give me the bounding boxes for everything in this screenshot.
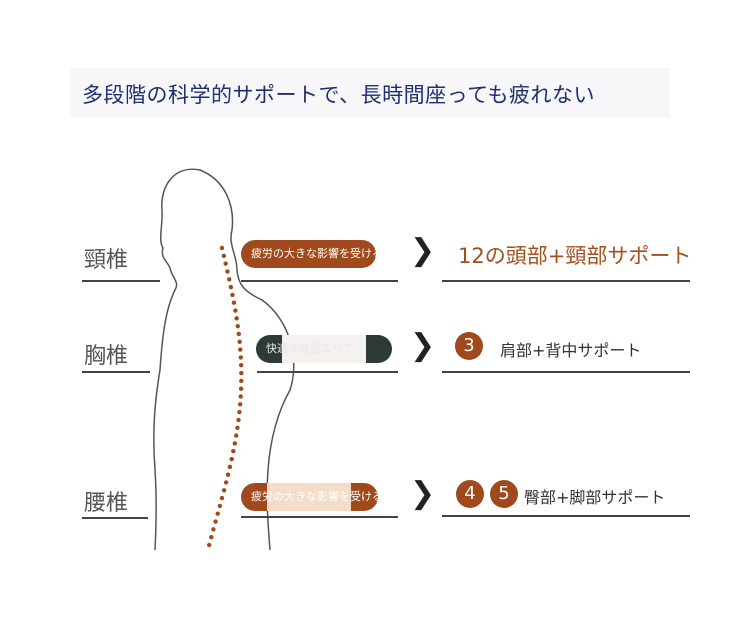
spine-dot: [211, 527, 216, 532]
spine-dot: [223, 480, 229, 485]
spine-dot: [209, 534, 214, 540]
divider: [82, 371, 150, 373]
pill-fatigue-area: 疲労の大きな影響を受けるエリア: [241, 483, 416, 511]
chevron-right-icon: ❯: [410, 233, 436, 268]
spine-dot: [236, 331, 241, 337]
spine-dot: [239, 378, 244, 384]
spine-dot: [226, 277, 232, 282]
spine-dot: [236, 417, 241, 423]
headline-hip-support: 臀部+脚部サポート: [524, 488, 666, 507]
divider: [442, 371, 690, 373]
spine-dot: [238, 394, 243, 399]
headline-shoulder-support: 肩部+背中サポート: [500, 341, 642, 360]
divider: [442, 515, 690, 517]
spine-dot: [231, 300, 237, 305]
spine-dot: [234, 316, 239, 321]
title-band: [70, 68, 670, 118]
spine-dot: [238, 347, 243, 352]
number-badge: 4: [456, 480, 484, 508]
spine-dot: [228, 284, 234, 290]
spine-dot: [219, 495, 225, 501]
chevron-right-icon: ❯: [410, 476, 436, 511]
spine-dot: [232, 441, 238, 446]
spine-dot: [235, 425, 240, 430]
spine-dot: [234, 433, 239, 438]
spine-dot: [225, 472, 231, 477]
spine-dot: [225, 269, 230, 274]
spine-dot: [230, 292, 235, 298]
spine-dot: [237, 339, 242, 344]
spine-dot: [215, 511, 220, 516]
pill-fatigue-area: 疲労の大きな影響を受けるエリア: [241, 240, 416, 268]
chevron-right-icon: ❯: [410, 328, 436, 363]
spine-dot: [217, 503, 223, 509]
spine-dot: [221, 488, 227, 493]
number-badge: 5: [490, 480, 518, 508]
spine-dot: [221, 253, 227, 259]
divider: [257, 371, 398, 373]
dotted-spine: [207, 245, 244, 548]
headline-neck-support: 12の頭部+頸部サポート: [458, 244, 692, 268]
divider: [241, 280, 398, 282]
divider: [82, 280, 160, 282]
spine-dot: [233, 308, 238, 313]
label-cervical: 頸椎: [84, 248, 129, 273]
silhouette-outline: [153, 168, 295, 551]
spine-dot: [235, 323, 240, 329]
spine-dot: [207, 542, 212, 548]
spine-dot: [223, 261, 228, 266]
divider: [241, 516, 398, 518]
pill-comfort-area: 快適な敏感エリア: [256, 335, 392, 363]
spine-dot: [238, 386, 244, 391]
spine-dot: [231, 449, 236, 454]
spine-dot: [227, 464, 233, 470]
label-thoracic: 胸椎: [84, 344, 129, 369]
spine-dot: [238, 355, 244, 360]
number-badge: 3: [455, 332, 483, 360]
spine-dot: [237, 402, 243, 407]
label-lumbar: 腰椎: [84, 491, 129, 516]
spine-dot: [237, 409, 242, 415]
divider: [82, 517, 148, 519]
page-title: 多段階の科学的サポートで、長時間座っても疲れない: [82, 83, 596, 107]
spine-dot: [239, 370, 244, 376]
divider: [442, 280, 690, 282]
spine-dot: [229, 456, 234, 462]
spine-dot: [238, 363, 244, 368]
spine-dot: [219, 245, 225, 251]
spine-dot: [213, 519, 218, 524]
